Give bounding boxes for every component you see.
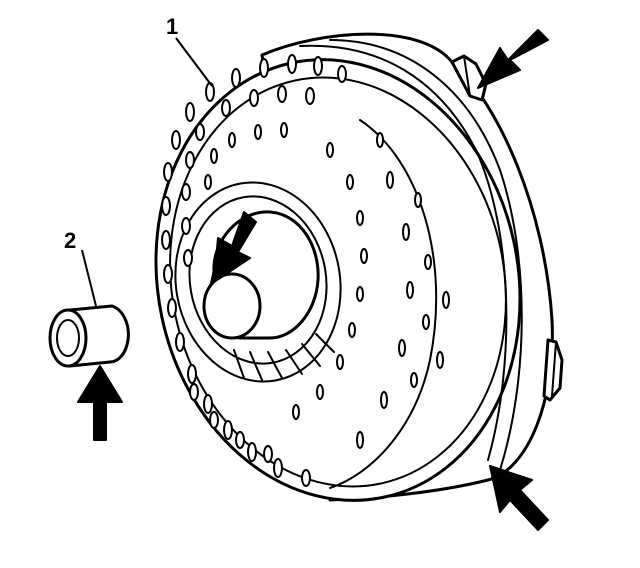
indicator-arrows — [77, 29, 549, 531]
arrow-hub — [213, 211, 257, 283]
arrow-bushing — [77, 365, 123, 441]
callout-1: 1 — [166, 14, 178, 39]
bushing-bore — [56, 319, 80, 357]
cover-inner-rim — [169, 76, 507, 488]
arrow-bottom-right — [489, 465, 549, 531]
hub-pilot-face — [202, 272, 262, 340]
leader-lines — [81, 37, 213, 307]
bushing — [48, 304, 130, 368]
leader-1 — [175, 37, 213, 87]
hub-outer-ring — [174, 181, 342, 383]
mounting-lug-right-detail — [551, 341, 557, 397]
arrow-top-right — [477, 29, 549, 89]
cover-seam — [329, 119, 438, 489]
torque-converter — [154, 32, 564, 502]
hub-ribs — [233, 333, 335, 381]
hub-mid-ring — [188, 195, 328, 365]
housing-band-2 — [329, 39, 523, 471]
callout-2: 2 — [64, 228, 76, 253]
leader-2 — [81, 249, 97, 307]
mounting-lug-top-detail — [463, 55, 471, 97]
cover-dimples — [161, 54, 450, 487]
housing-band-1 — [299, 44, 508, 461]
